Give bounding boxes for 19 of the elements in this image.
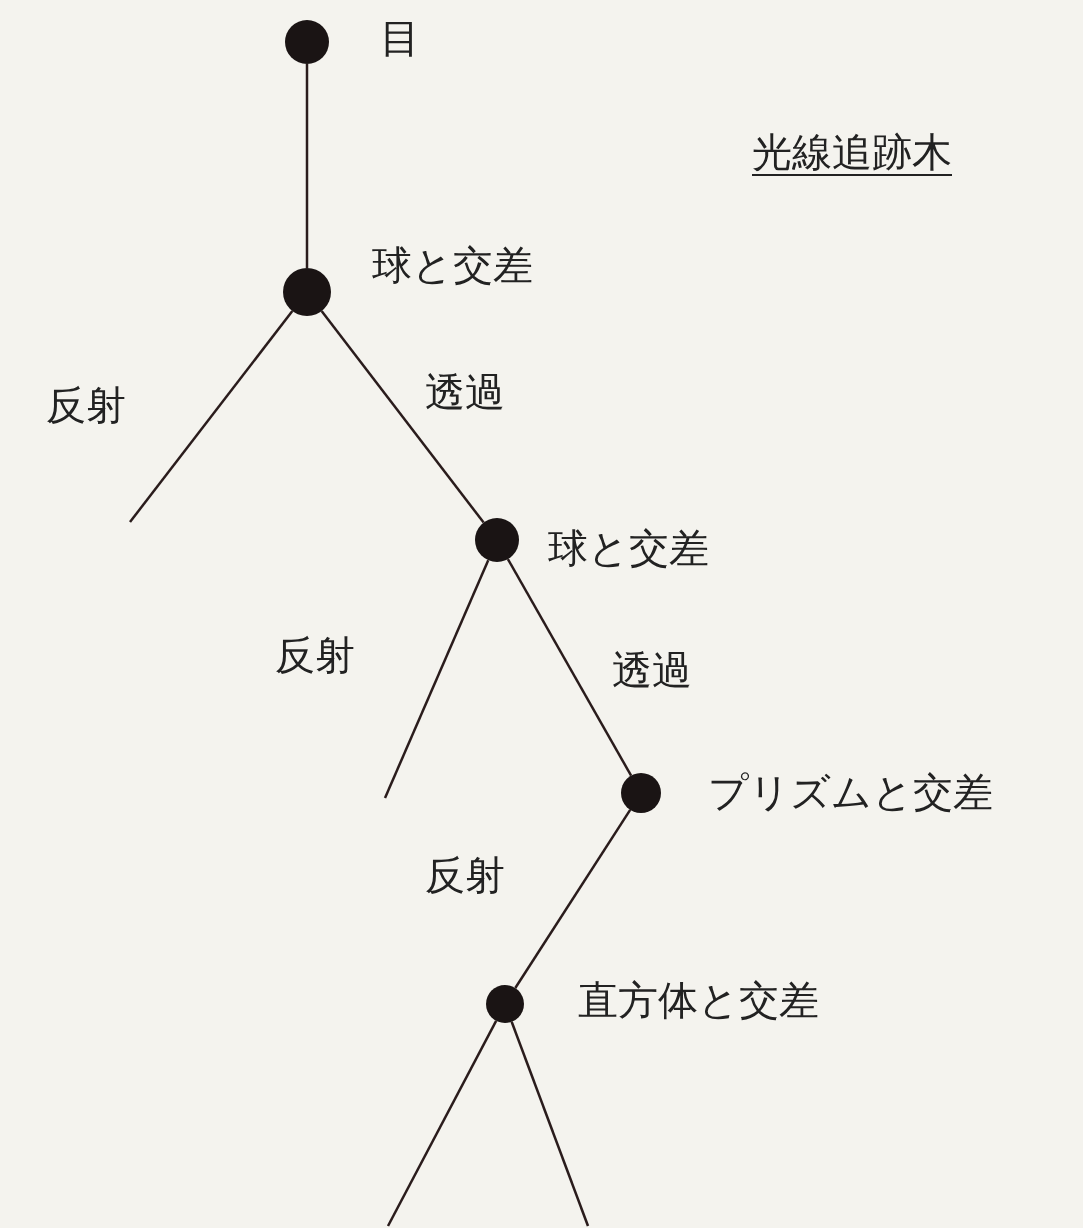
tree-branch-line: [510, 1021, 590, 1227]
node-caption: 球と交差: [548, 528, 709, 568]
edge-label: 透過: [425, 372, 505, 412]
tree-branch-line: [386, 1020, 498, 1227]
edge-label: 反射: [425, 855, 505, 895]
edge-label: 反射: [275, 635, 355, 675]
node-caption: 目: [380, 18, 420, 58]
tree-branch-line: [383, 559, 490, 799]
tree-branch-line: [320, 310, 485, 524]
tree-branch-line: [506, 558, 633, 777]
node-caption: 球と交差: [372, 245, 533, 285]
edge-label: 反射: [46, 385, 126, 425]
tree-branch-line: [305, 64, 309, 268]
node-caption: 直方体と交差: [578, 980, 819, 1020]
tree-branch-line: [129, 310, 294, 523]
tree-branch-line: [514, 809, 632, 989]
node-caption: プリズムと交差: [708, 772, 993, 812]
edge-label: 透過: [612, 650, 692, 690]
diagram-title: 光線追跡木: [752, 132, 952, 172]
